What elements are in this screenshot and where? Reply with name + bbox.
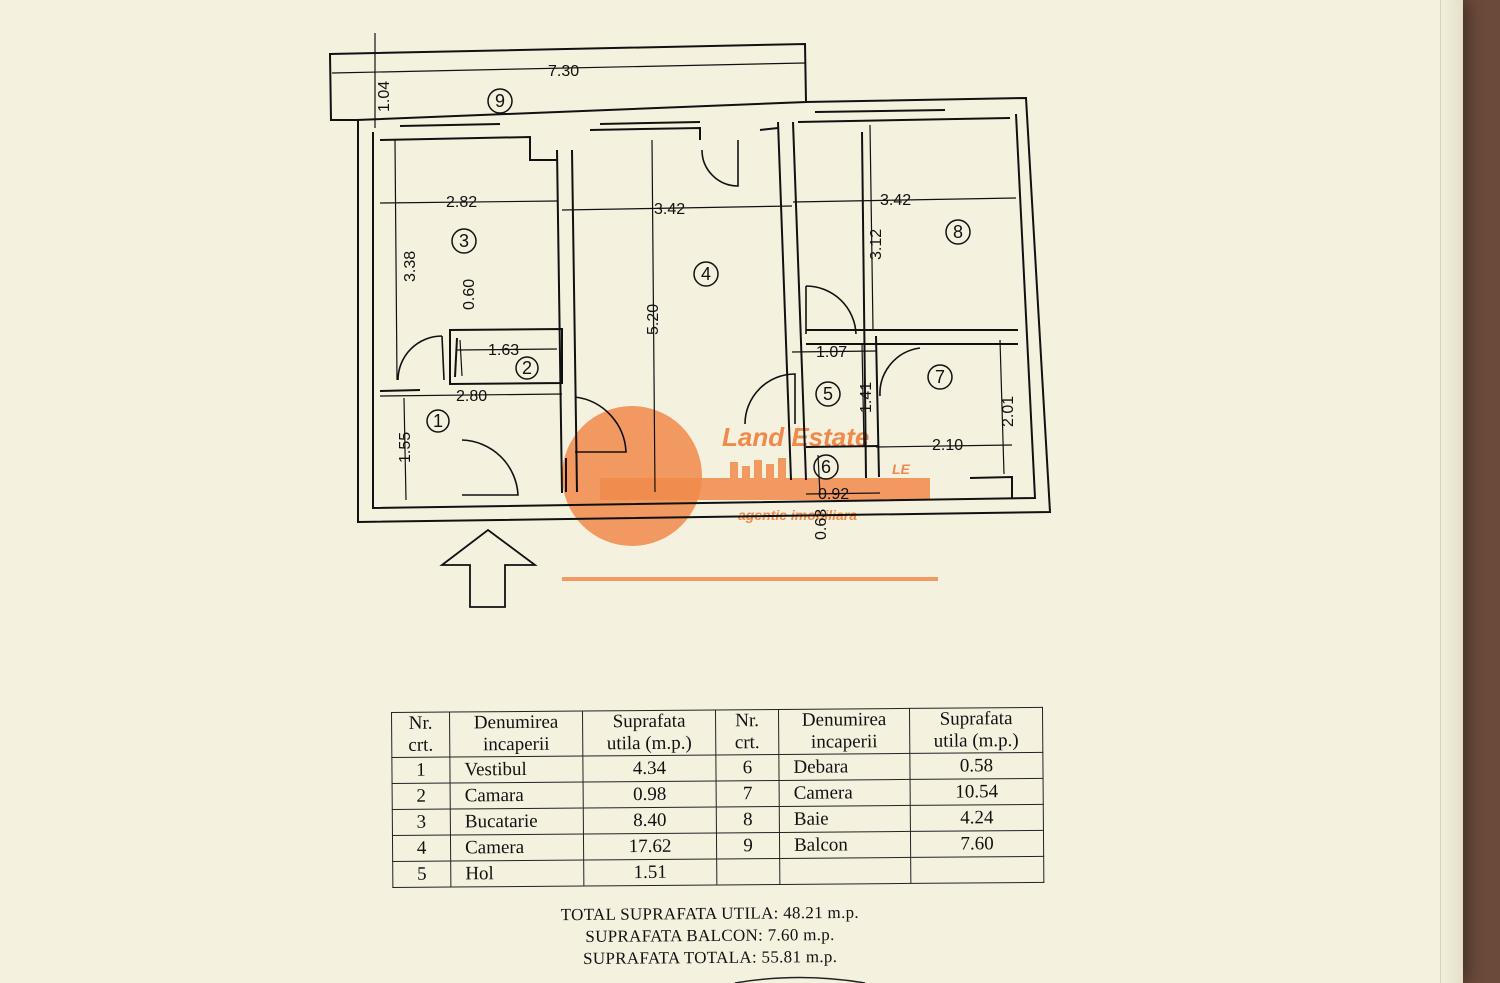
room-marker-1 — [426, 409, 450, 433]
doors — [397, 140, 921, 496]
watermark-logo: Land Estate agentie imobiliara LE — [562, 406, 938, 581]
dim-hall-depth: 1.55 — [397, 432, 414, 463]
watermark-brand: Land Estate — [722, 422, 869, 452]
dim-storage-depth: 0.63 — [813, 509, 830, 540]
room-marker-6 — [813, 454, 839, 480]
header-nr-2: Nr.crt. — [715, 709, 779, 755]
room-number-9: 9 — [495, 91, 505, 111]
dim-room4-width: 3.42 — [654, 201, 685, 218]
room-numbers: 1 2 3 4 5 6 7 8 9 — [433, 91, 963, 477]
walls — [328, 42, 1052, 524]
area-totals: TOTAL SUPRAFATA UTILA: 48.21 m.p. SUPRAF… — [500, 901, 921, 970]
room-number-2: 2 — [522, 358, 532, 378]
total-area: SUPRAFATA TOTALA: 55.81 m.p. — [583, 947, 838, 968]
dim-room8-width: 3.42 — [880, 192, 911, 209]
door-arc — [744, 373, 796, 425]
outer-wall — [357, 96, 1052, 524]
watermark-underline — [562, 577, 938, 581]
dim-room8-depth: 3.12 — [868, 229, 885, 260]
header-nr-1: Nr.crt. — [391, 712, 450, 758]
room-number-8: 8 — [953, 222, 963, 242]
dim-pantry-width: 1.63 — [488, 342, 519, 359]
dim-room7-depth: 2.01 — [1000, 396, 1017, 427]
door-arc — [574, 396, 627, 453]
dim-hall-width: 2.80 — [456, 388, 487, 405]
room-number-5: 5 — [823, 384, 833, 404]
dim-corridor-depth: 1.41 — [858, 382, 875, 413]
dim-room4-depth: 5.20 — [645, 304, 662, 335]
dim-balcony-depth: 1.04 — [376, 81, 393, 112]
room-number-7: 7 — [935, 367, 945, 387]
total-usable-area: TOTAL SUPRAFATA UTILA: 48.21 m.p. — [560, 902, 860, 925]
entrance-arrow-icon — [439, 528, 538, 608]
dim-room7-width: 2.10 — [932, 437, 963, 454]
door-arc — [805, 285, 857, 335]
room-marker-2 — [515, 356, 539, 380]
room-number-1: 1 — [433, 411, 443, 431]
dim-kitchen-width: 2.82 — [446, 194, 477, 211]
watermark-monogram: LE — [892, 461, 911, 477]
room-marker-7 — [927, 364, 953, 390]
page-fold — [734, 976, 866, 983]
dim-corridor-width: 1.07 — [816, 344, 847, 361]
room-marker-9 — [487, 88, 513, 114]
dim-kitchen-depth: 3.38 — [402, 251, 419, 282]
dim-total-width: 7.30 — [548, 63, 579, 80]
dimension-labels: 7.30 1.04 2.82 3.38 0.60 1.63 2.80 1.55 … — [376, 63, 1017, 540]
watermark-key-shaft — [600, 478, 930, 500]
door-arc — [879, 347, 921, 397]
room-marker-3 — [451, 228, 477, 254]
door-arc — [701, 140, 739, 187]
door-arc — [397, 335, 443, 381]
room-number-4: 4 — [701, 264, 711, 284]
dimension-lines — [331, 33, 1017, 501]
room-number-markers — [426, 88, 971, 480]
page-edge — [1440, 0, 1463, 983]
watermark-key-head — [562, 406, 702, 546]
room-marker-8 — [945, 219, 971, 245]
room-marker-5 — [815, 381, 841, 407]
dim-pantry-depth: 0.60 — [461, 279, 478, 310]
door-arc — [461, 439, 519, 496]
dim-storage-width: 0.92 — [818, 486, 849, 503]
balcony-outline — [328, 42, 808, 121]
room-marker-4 — [693, 261, 719, 287]
pantry-outline — [449, 327, 563, 386]
room-number-3: 3 — [459, 231, 469, 251]
table-row: 5 Hol 1.51 — [392, 856, 1044, 888]
room-number-6: 6 — [821, 457, 831, 477]
